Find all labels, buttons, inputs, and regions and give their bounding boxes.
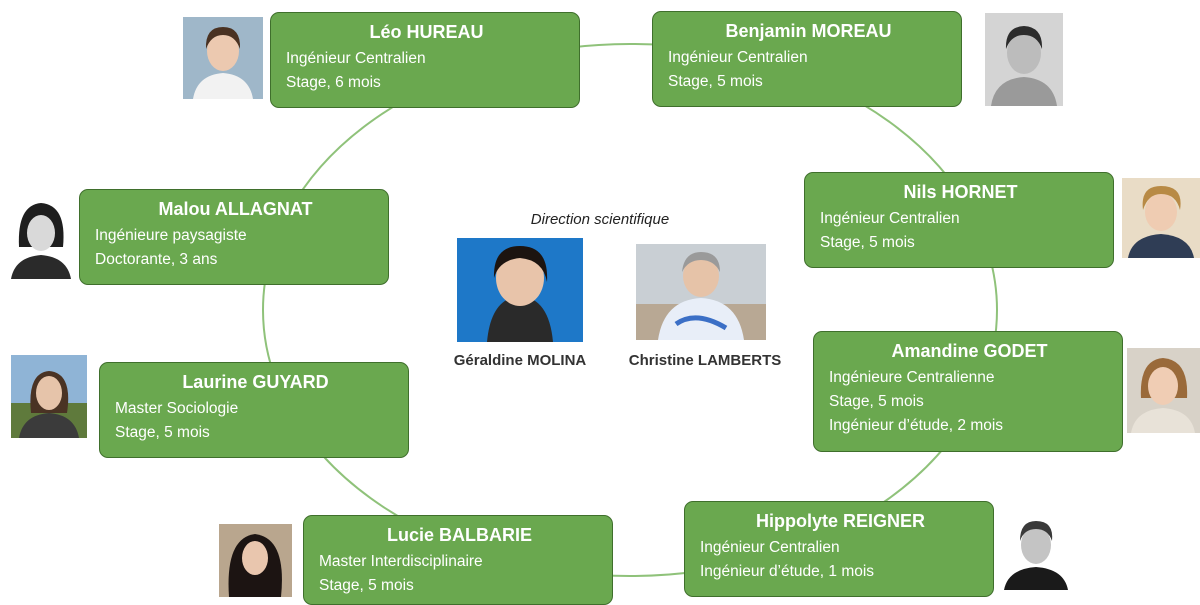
member-name: Léo HUREAU xyxy=(369,22,484,42)
member-name: Nils HORNET xyxy=(903,182,1018,202)
portrait-icon xyxy=(636,244,766,340)
member-detail: Ingénieure paysagiste xyxy=(95,227,247,244)
member-photo-allagnat xyxy=(7,199,75,279)
member-card-guyard: Laurine GUYARD Master Sociologie Stage, … xyxy=(99,362,409,458)
member-detail: Ingénieur Centralien xyxy=(820,210,960,227)
member-detail: Stage, 6 mois xyxy=(286,74,381,91)
portrait-icon xyxy=(11,355,87,438)
portrait-icon xyxy=(1122,178,1200,258)
member-name: Lucie BALBARIE xyxy=(386,525,532,545)
member-detail: Stage, 5 mois xyxy=(115,424,210,441)
lead-photo-lamberts xyxy=(636,244,766,340)
member-name: Hippolyte REIGNER xyxy=(755,511,925,531)
member-name: Malou ALLAGNAT xyxy=(158,199,313,219)
member-card-hureau: Léo HUREAU Ingénieur Centralien Stage, 6… xyxy=(270,12,580,108)
lead-name-lamberts: Christine LAMBERTS xyxy=(628,352,782,369)
member-name: Laurine GUYARD xyxy=(182,372,329,392)
member-card-godet: Amandine GODET Ingénieure Centralienne S… xyxy=(813,331,1123,452)
member-detail: Ingénieur Centralien xyxy=(286,50,426,67)
member-photo-godet xyxy=(1127,348,1200,433)
member-card-moreau: Benjamin MOREAU Ingénieur Centralien Sta… xyxy=(652,11,962,107)
member-card-balbarie: Lucie BALBARIE Master Interdisciplinaire… xyxy=(303,515,613,605)
member-photo-reigner xyxy=(1000,513,1072,590)
member-card-allagnat: Malou ALLAGNAT Ingénieure paysagiste Doc… xyxy=(79,189,389,285)
member-detail: Master Interdisciplinaire xyxy=(319,553,483,570)
portrait-icon xyxy=(219,524,292,597)
member-detail: Ingénieur Centralien xyxy=(668,49,808,66)
portrait-icon xyxy=(985,13,1063,106)
member-name: Benjamin MOREAU xyxy=(725,21,892,41)
member-detail: Stage, 5 mois xyxy=(829,393,924,410)
member-name: Amandine GODET xyxy=(891,341,1048,361)
member-detail: Doctorante, 3 ans xyxy=(95,251,218,268)
portrait-icon xyxy=(183,17,263,99)
direction-title: Direction scientifique xyxy=(530,211,670,228)
member-photo-moreau xyxy=(985,13,1063,106)
member-card-hornet: Nils HORNET Ingénieur Centralien Stage, … xyxy=(804,172,1114,268)
portrait-icon xyxy=(457,238,583,342)
lead-name-molina: Géraldine MOLINA xyxy=(453,352,587,369)
member-detail: Master Sociologie xyxy=(115,400,239,417)
member-photo-guyard xyxy=(11,355,87,438)
member-photo-hureau xyxy=(183,17,263,99)
member-detail: Stage, 5 mois xyxy=(668,73,763,90)
member-detail: Ingénieur d’étude, 2 mois xyxy=(829,417,1004,434)
portrait-icon xyxy=(7,199,75,279)
portrait-icon xyxy=(1127,348,1200,433)
member-photo-hornet xyxy=(1122,178,1200,258)
member-detail: Ingénieure Centralienne xyxy=(829,369,995,386)
member-card-reigner: Hippolyte REIGNER Ingénieur Centralien I… xyxy=(684,501,994,597)
member-photo-balbarie xyxy=(219,524,292,597)
member-detail: Stage, 5 mois xyxy=(319,577,414,594)
portrait-icon xyxy=(1000,513,1072,590)
member-detail: Ingénieur Centralien xyxy=(700,539,840,556)
member-detail: Stage, 5 mois xyxy=(820,234,915,251)
member-detail: Ingénieur d’étude, 1 mois xyxy=(700,563,875,580)
lead-photo-molina xyxy=(457,238,583,342)
